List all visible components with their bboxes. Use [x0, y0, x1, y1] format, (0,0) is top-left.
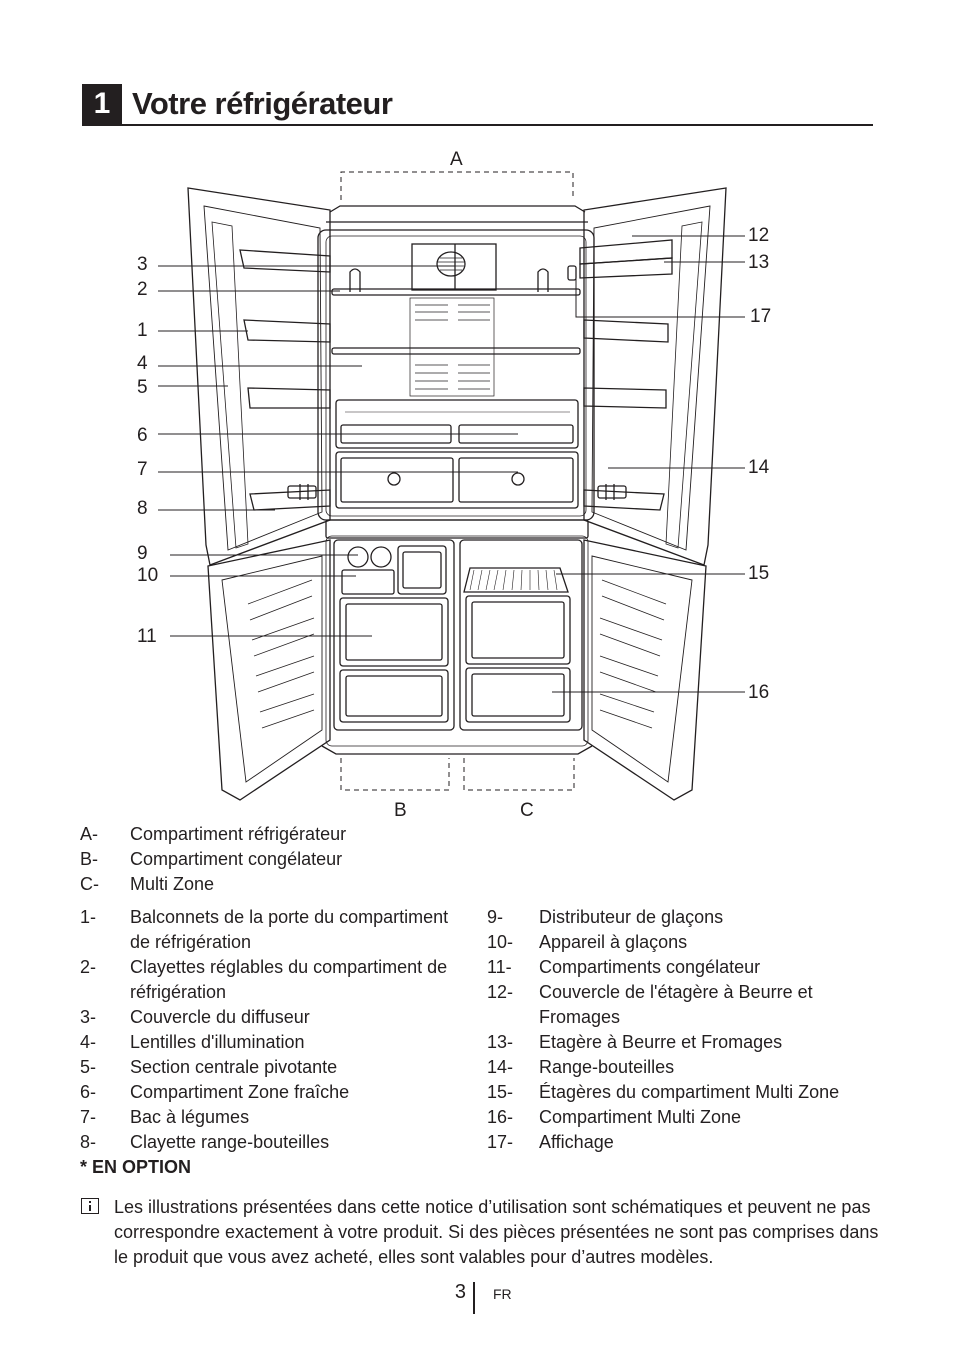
legend-key: 3- [80, 1007, 97, 1027]
legend-key: 11- [487, 957, 512, 977]
legend-label: Distributeur de glaçons [539, 907, 724, 927]
legend-label: Section centrale pivotante [130, 1057, 338, 1077]
legend-label: Etagère à Beurre et Fromages [539, 1032, 783, 1052]
left-fridge-door [187, 187, 331, 566]
legend-key: 13- [487, 1032, 514, 1052]
page-number: 3 [454, 1281, 466, 1303]
fresh-zone-drawer [335, 399, 579, 449]
callout-10: 10 [137, 565, 158, 586]
multizone-drawer-lower [465, 667, 571, 723]
dashed-outline-c [463, 758, 575, 791]
right-fridge-door [583, 187, 727, 566]
language-code: FR [493, 1286, 512, 1302]
legend-label: Affichage [539, 1132, 614, 1152]
legend-label: Compartiment congélateur [130, 849, 343, 869]
callout-8: 8 [137, 498, 148, 519]
ice-maker [341, 569, 395, 595]
legend-label: Appareil à glaçons [539, 932, 688, 952]
multizone-drawer-upper [465, 595, 571, 665]
callout-11: 11 [137, 626, 157, 647]
callout-15: 15 [748, 563, 769, 584]
callout-4: 4 [137, 353, 148, 374]
legend-key: 7- [80, 1107, 97, 1127]
legend-label: Étagères du compartiment Multi Zone [539, 1082, 840, 1102]
left-bottle-holder [287, 485, 317, 499]
diffuser-cover [411, 243, 497, 291]
legend-label: Range-bouteilles [539, 1057, 675, 1077]
callout-6: 6 [137, 425, 148, 446]
freezer-cavity [333, 539, 455, 731]
legend-key: 16- [487, 1107, 514, 1127]
legend-label: Compartiment Zone fraîche [130, 1082, 350, 1102]
legend-label: Multi Zone [130, 874, 215, 894]
legend-key: A- [80, 824, 98, 844]
right-bottle-holder [597, 485, 627, 499]
label-b: B [394, 800, 407, 821]
right-multizone-door [583, 539, 707, 801]
legend-label: Couvercle de l'étagère à Beurre et Froma… [539, 982, 813, 1027]
label-c: C [520, 800, 534, 821]
legend-key: 6- [80, 1082, 97, 1102]
shelf-middle [331, 347, 581, 355]
callout-16: 16 [748, 682, 769, 703]
legend-key: 15- [487, 1082, 514, 1102]
callout-14: 14 [748, 457, 770, 478]
refrigerator-diagram: A B C 3 2 1 4 5 6 7 8 9 10 11 12 13 17 1… [137, 149, 771, 821]
optional-note: * EN OPTION [80, 1157, 192, 1177]
multizone-shelf [463, 567, 569, 593]
legend-label: Couvercle du diffuseur [130, 1007, 310, 1027]
legend-key: 12- [487, 982, 514, 1002]
freezer-drawer-lower [339, 669, 449, 723]
callout-13: 13 [748, 252, 769, 273]
callout-5: 5 [137, 377, 148, 398]
callout-3: 3 [137, 254, 148, 275]
legend-key: 8- [80, 1132, 97, 1152]
legend-key: B- [80, 849, 98, 869]
footer-divider [473, 1282, 475, 1314]
callout-12: 12 [748, 225, 769, 246]
legend-label: Compartiments congélateur [539, 957, 761, 977]
freezer-drawer-upper [339, 597, 449, 667]
page-title: Votre réfrigérateur [132, 86, 393, 121]
callout-7: 7 [137, 459, 148, 480]
dashed-outline-a [340, 171, 574, 200]
legend-label: Bac à légumes [130, 1107, 250, 1127]
legend-label: Compartiment Multi Zone [539, 1107, 742, 1127]
crisper-drawer [335, 451, 579, 509]
callout-2: 2 [137, 279, 148, 300]
legend-key: 4- [80, 1032, 97, 1052]
multizone-cavity [459, 539, 583, 731]
legend-label: Lentilles d'illumination [130, 1032, 305, 1052]
legend-label: Clayette range-bouteilles [130, 1132, 330, 1152]
shelf-upper [331, 288, 581, 296]
legend-key: 10- [487, 932, 514, 952]
display-panel [567, 265, 577, 281]
legend-key: 1- [80, 907, 97, 927]
legend-label: Compartiment réfrigérateur [130, 824, 347, 844]
callout-9: 9 [137, 543, 148, 564]
legend-key: 17- [487, 1132, 514, 1152]
legend-key: 9- [487, 907, 504, 927]
section-number: 1 [82, 84, 122, 124]
callout-17: 17 [750, 306, 771, 327]
label-a: A [450, 149, 463, 170]
legend-key: C- [80, 874, 99, 894]
legend-label: Balconnets de la porte du compartiment d… [130, 907, 449, 952]
legend-key: 14- [487, 1057, 514, 1077]
legend-key: 2- [80, 957, 97, 977]
legend-key: 5- [80, 1057, 97, 1077]
dashed-outline-b [340, 758, 450, 791]
section-header: 1 Votre réfrigérateur [82, 84, 873, 126]
left-freezer-door [207, 539, 331, 801]
legend-label: Clayettes réglables du compartiment de r… [130, 957, 448, 1002]
info-note: Les illustrations présentées dans cette … [114, 1197, 879, 1267]
callout-1: 1 [137, 320, 148, 341]
info-icon [81, 1198, 99, 1214]
